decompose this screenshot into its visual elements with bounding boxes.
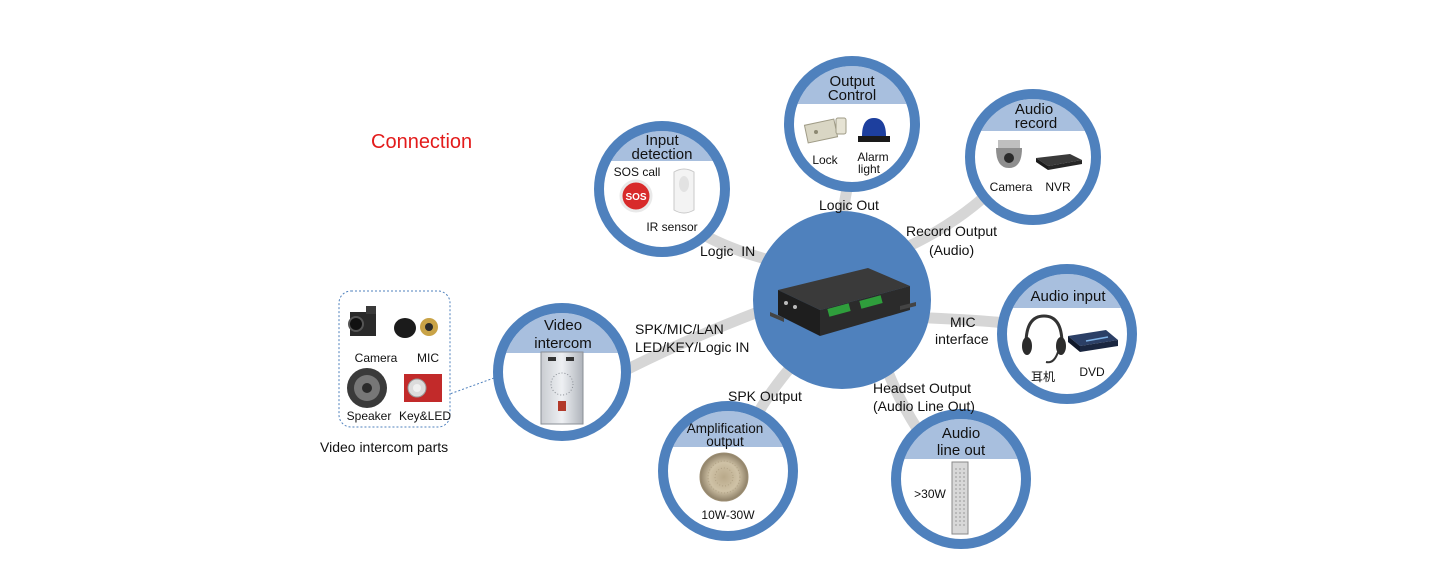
node-audio-input: Audio input 耳机 DVD — [997, 264, 1137, 404]
part-speaker-label: Speaker — [347, 409, 392, 423]
intercom-panel-icon — [540, 351, 584, 425]
part-key-led-label: Key&LED — [399, 409, 451, 423]
spk-mic-lan-label-1: SPK/MIC/LAN — [635, 321, 724, 337]
video-intercom-header-2: intercom — [534, 335, 592, 352]
node-amplification-output: Amplification output 10W-30W — [658, 401, 798, 541]
key-led-icon — [404, 374, 442, 402]
headset-icon — [1022, 314, 1066, 364]
parts-caption: Video intercom parts — [320, 439, 448, 455]
headset-output-label-1: Headset Output — [873, 380, 971, 396]
nvr-icon — [1036, 154, 1082, 170]
dome-camera-icon — [996, 140, 1022, 168]
svg-text:SOS: SOS — [625, 192, 646, 203]
record-output-label-1: Record Output — [906, 223, 997, 239]
microphone-icon — [394, 318, 438, 338]
speaker-icon — [347, 368, 387, 408]
camera-module-icon — [348, 306, 376, 336]
ir-sensor-icon — [673, 168, 695, 214]
dvd-label: DVD — [1079, 365, 1105, 379]
spk-output-label: SPK Output — [728, 388, 802, 404]
part-mic-label: MIC — [417, 351, 439, 365]
connector-audio-line-out — [882, 366, 924, 436]
mic-interface-label-1: MIC — [950, 314, 976, 330]
intercom-device-icon — [770, 268, 916, 336]
node-output-control: Output Control Lock Alarm light — [784, 56, 920, 192]
input-detection-header-2: detection — [632, 146, 693, 163]
audio-line-out-header-1: Audio — [942, 425, 980, 442]
video-intercom-header-1: Video — [544, 317, 582, 334]
connector-audio-record — [899, 193, 988, 254]
node-audio-line-out: Audio line out >30W — [891, 409, 1031, 549]
alarm-light-label-1: Alarm — [857, 150, 888, 164]
logic-out-label: Logic Out — [819, 197, 879, 213]
record-output-label-2: (Audio) — [929, 242, 974, 258]
camera-label: Camera — [990, 180, 1033, 194]
amplification-power-label: 10W-30W — [701, 508, 755, 522]
diagram-title: Connection — [371, 131, 472, 153]
headset-label: 耳机 — [1031, 370, 1055, 384]
alarm-light-label-2: light — [858, 162, 881, 176]
nvr-label: NVR — [1045, 180, 1071, 194]
link-labels: Logic IN Logic Out Record Output (Audio)… — [635, 197, 997, 414]
headset-output-label-2: (Audio Line Out) — [873, 398, 975, 414]
logic-in-label: Logic IN — [700, 243, 755, 259]
connector-video-intercom — [616, 306, 764, 378]
column-speaker-icon — [951, 461, 969, 535]
ir-sensor-label: IR sensor — [646, 220, 697, 234]
node-input-detection: Input detection SOS call SOS IR sensor — [594, 121, 730, 257]
alarm-light-icon — [858, 118, 890, 142]
ceiling-speaker-icon — [699, 452, 749, 502]
node-audio-record: Audio record Camera NVR — [965, 89, 1101, 225]
amplification-header-2: output — [706, 434, 744, 449]
sos-button-icon: SOS — [619, 179, 653, 213]
video-intercom-parts-box: Camera MIC Speaker Key&LED — [338, 290, 451, 428]
lock-label: Lock — [812, 153, 838, 167]
amplification-header-1: Amplification — [687, 421, 764, 436]
output-control-header-2: Control — [828, 87, 876, 104]
audio-line-out-header-2: line out — [937, 442, 986, 459]
node-video-intercom: Video intercom — [493, 303, 631, 441]
lock-icon — [803, 117, 847, 144]
audio-record-header-1: Audio — [1015, 101, 1053, 118]
audio-record-header-2: record — [1015, 115, 1058, 132]
mic-interface-label-2: interface — [935, 331, 989, 347]
central-hub — [753, 211, 931, 389]
line-out-power-label: >30W — [914, 487, 946, 501]
part-camera-label: Camera — [355, 351, 398, 365]
sos-call-label: SOS call — [614, 165, 661, 179]
spk-mic-lan-label-2: LED/KEY/Logic IN — [635, 339, 749, 355]
input-detection-header-1: Input — [645, 132, 679, 149]
audio-input-header: Audio input — [1030, 288, 1106, 305]
dvd-player-icon — [1068, 330, 1118, 352]
output-control-header-1: Output — [829, 73, 875, 90]
